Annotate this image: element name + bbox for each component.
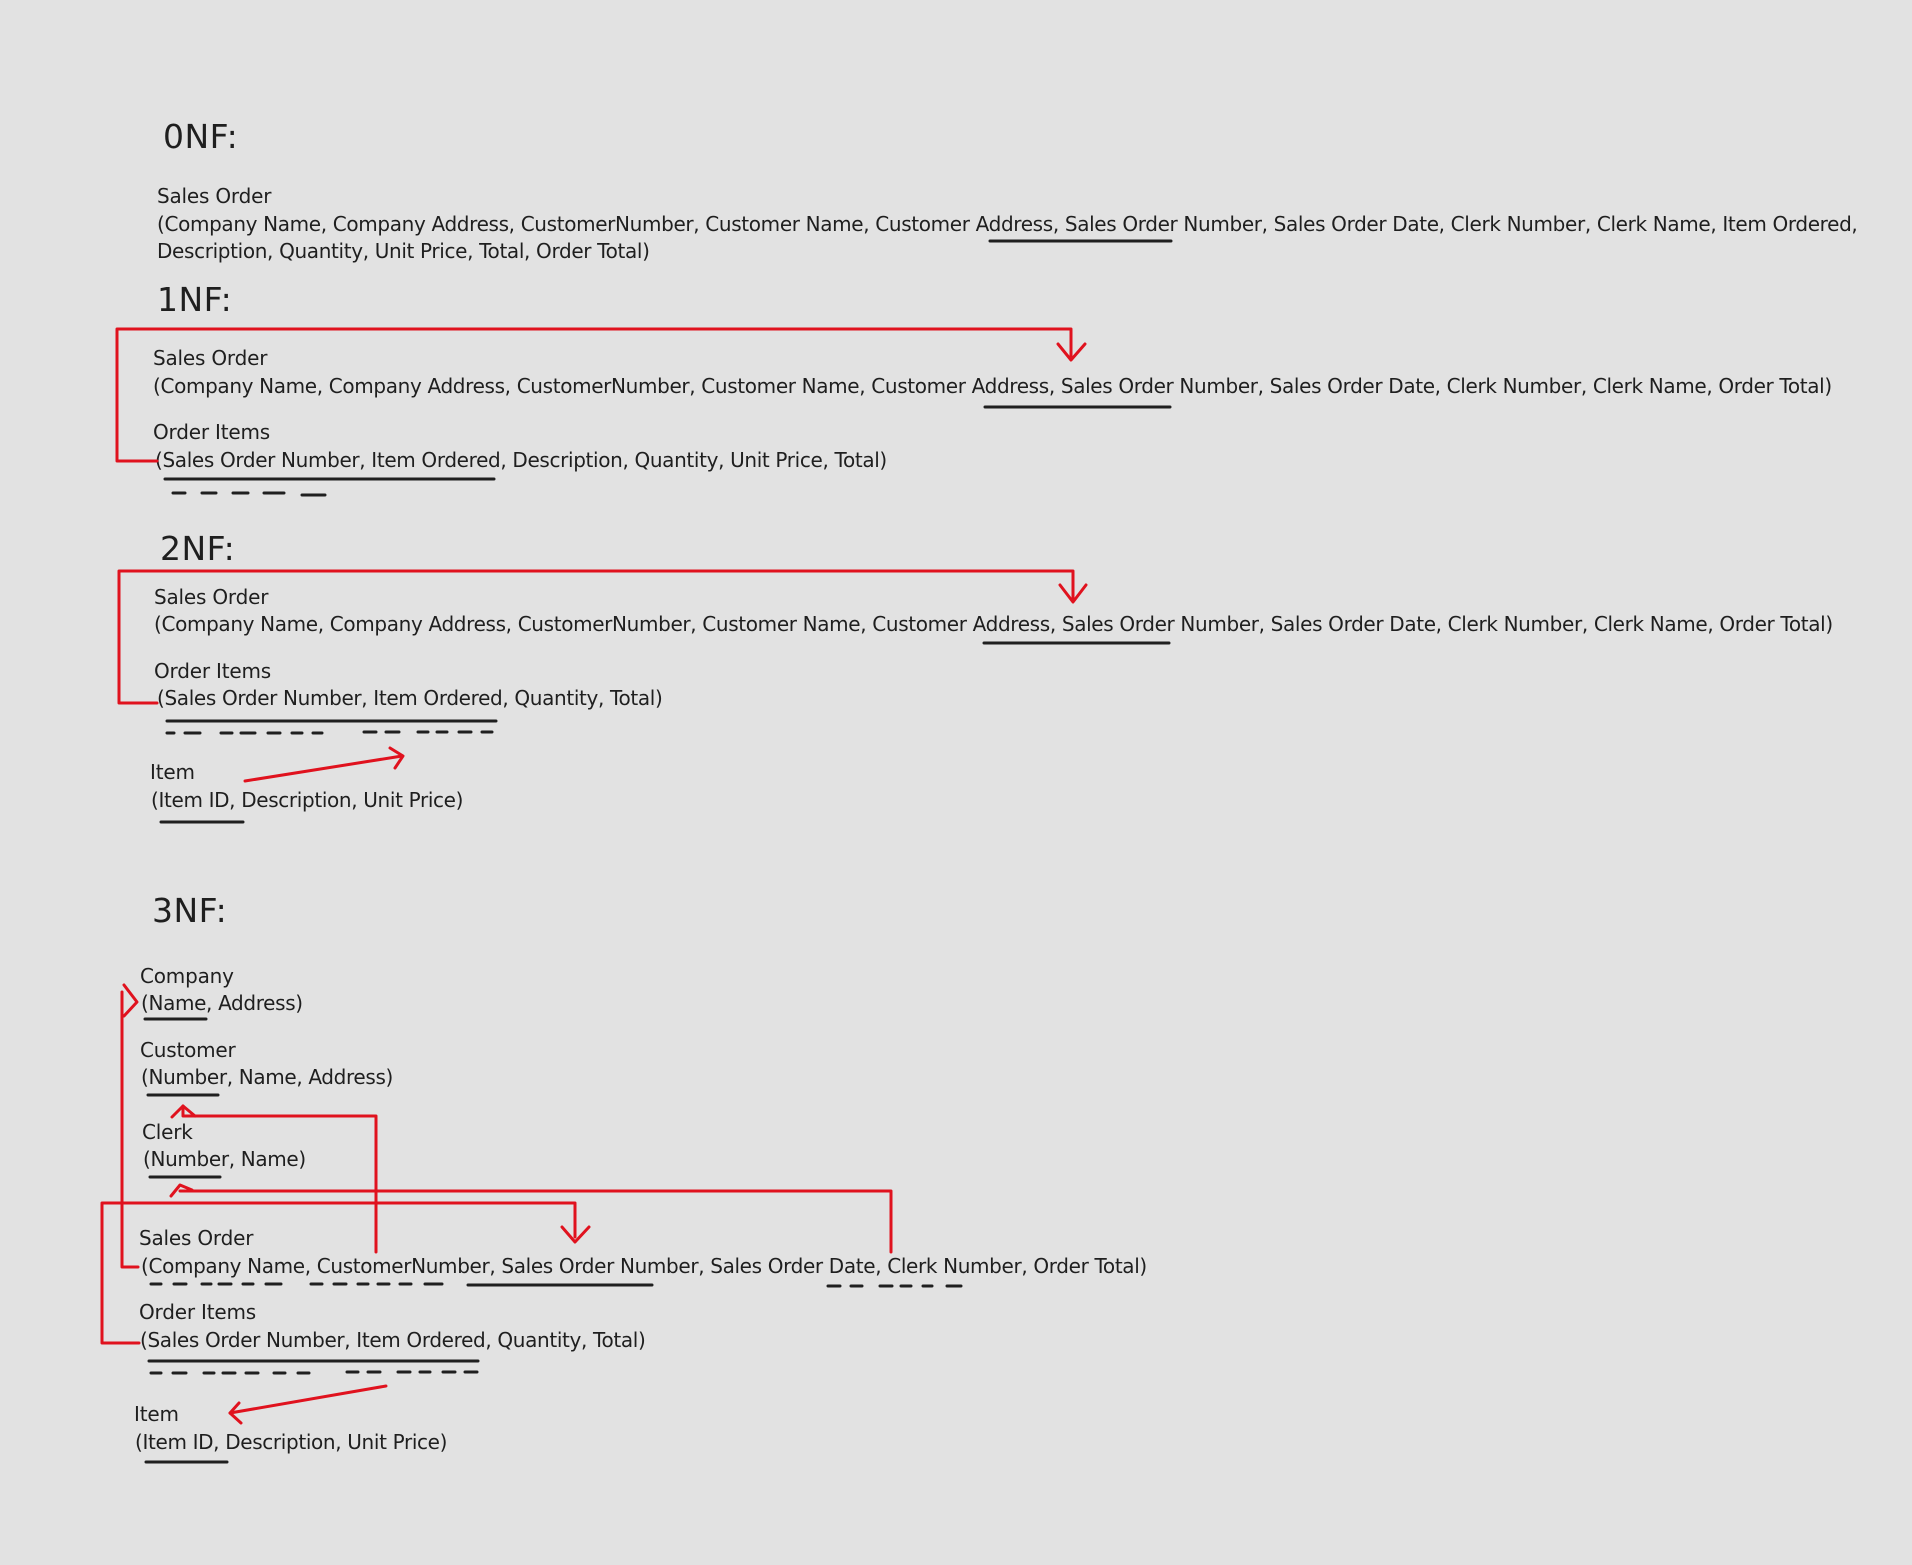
onf-sales-order-name: Sales Order: [157, 184, 272, 208]
nf2-sales-order-name: Sales Order: [154, 585, 269, 609]
nf3-customer-arrowhead: [170, 1104, 197, 1119]
nf1-relationship-arrow: [115, 327, 1073, 463]
nf3-customer-name: Customer: [140, 1038, 236, 1062]
nf3-company-arrow: [120, 990, 140, 1269]
onf-sales-order-attrs-line1: (Company Name, Company Address, Customer…: [157, 212, 1858, 236]
nf3-company-name: Company: [140, 964, 234, 988]
nf2-relationship-arrow: [117, 569, 1075, 705]
nf3-item-arrow: [228, 1384, 388, 1415]
nf3-order-items-attrs: (Sales Order Number, Item Ordered, Quant…: [140, 1328, 646, 1352]
nf2-order-items-name: Order Items: [154, 659, 271, 683]
nf3-company-attrs: (Name, Address): [141, 991, 303, 1015]
nf3-clerk-arrow: [178, 1189, 893, 1254]
nf2-item-arrowhead: [388, 746, 405, 770]
nf2-sales-order-attrs: (Company Name, Company Address, Customer…: [154, 612, 1833, 636]
nf3-order-items-arrow: [100, 1201, 577, 1345]
nf1-fk-underline: [171, 491, 327, 497]
nf3-item-attrs: (Item ID, Description, Unit Price): [135, 1430, 448, 1454]
heading-1nf: 1NF:: [157, 280, 233, 319]
nf3-customer-arrow: [181, 1104, 378, 1254]
nf3-item-name: Item: [134, 1402, 179, 1426]
nf3-order-items-name: Order Items: [139, 1300, 256, 1324]
heading-3nf: 3NF:: [152, 891, 228, 930]
heading-2nf: 2NF:: [160, 529, 236, 568]
nf2-item-attrs: (Item ID, Description, Unit Price): [151, 788, 464, 812]
nf3-clerk-arrowhead: [169, 1183, 194, 1198]
nf3-sales-order-name: Sales Order: [139, 1226, 254, 1250]
nf3-sales-order-attrs: (Company Name, CustomerNumber, Sales Ord…: [141, 1254, 1147, 1278]
nf2-order-items-attrs: (Sales Order Number, Item Ordered, Quant…: [157, 686, 663, 710]
nf2-item-name: Item: [150, 760, 195, 784]
nf3-item-arrowhead: [228, 1401, 243, 1425]
onf-sales-order-attrs-line2: Description, Quantity, Unit Price, Total…: [157, 239, 650, 263]
nf3-clerk-name: Clerk: [142, 1120, 193, 1144]
nf2-arrowhead: [1058, 583, 1088, 604]
nf1-order-items-name: Order Items: [153, 420, 270, 444]
nf3-company-arrowhead: [122, 983, 139, 1018]
nf1-sales-order-name: Sales Order: [153, 346, 268, 370]
nf3-order-items-arrowhead: [560, 1225, 591, 1244]
nf2-item-arrow: [243, 754, 404, 783]
nf1-arrowhead: [1056, 342, 1087, 362]
nf3-customer-attrs: (Number, Name, Address): [141, 1065, 393, 1089]
nf1-order-items-attrs: (Sales Order Number, Item Ordered, Descr…: [155, 448, 887, 472]
nf1-sales-order-attrs: (Company Name, Company Address, Customer…: [153, 374, 1832, 398]
heading-0nf: 0NF:: [163, 117, 239, 156]
nf3-clerk-attrs: (Number, Name): [143, 1147, 306, 1171]
